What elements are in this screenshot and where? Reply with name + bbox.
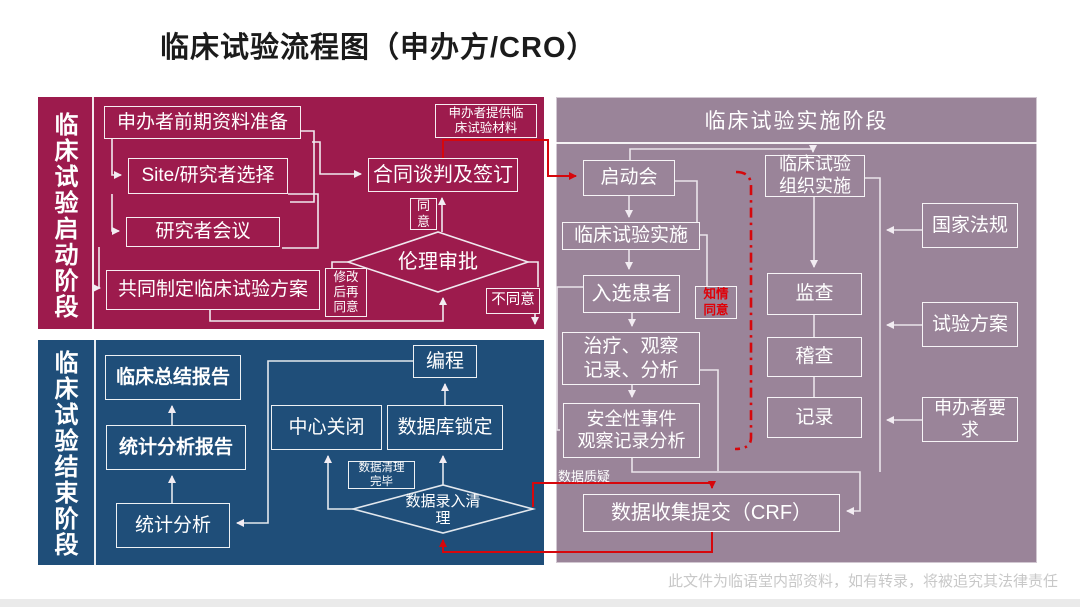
label-agree: 同 意 [410, 198, 437, 230]
box-kickoff-meeting: 启动会 [583, 160, 675, 196]
startup-phase-label: 临床试验启动阶段 [50, 112, 77, 320]
box-database-lock: 数据库锁定 [387, 405, 503, 450]
box-disapprove: 不同意 [486, 288, 540, 314]
box-clinical-summary-report: 临床总结报告 [105, 355, 241, 400]
box-contract-signing: 合同谈判及签订 [368, 158, 518, 192]
diamond-data-entry-cleaning-label: 数据录入清 理 [405, 492, 481, 527]
box-site-closure: 中心关闭 [271, 405, 382, 450]
box-national-regulations: 国家法规 [922, 203, 1018, 248]
box-investigator-meeting: 研究者会议 [126, 217, 280, 247]
page-title: 临床试验流程图（申办方/CRO） [160, 32, 597, 64]
box-sponsor-materials: 申办者提供临 床试验材料 [435, 104, 537, 138]
bottom-strip [0, 599, 1080, 607]
box-crf-data-collection: 数据收集提交（CRF） [583, 494, 840, 532]
end-phase-label: 临床试验结束阶段 [50, 350, 77, 558]
watermark-text: 此文件为临语堂内部资料，如有转录，将被追究其法律责任 [667, 573, 1058, 590]
diamond-ethics-review-label: 伦理审批 [398, 250, 478, 273]
box-monitoring: 监查 [767, 273, 862, 315]
box-audit: 稽查 [767, 337, 862, 377]
box-trial-organization: 临床试验 组织实施 [765, 154, 865, 197]
box-trial-protocol: 试验方案 [922, 302, 1018, 347]
box-patient-enrollment: 入选患者 [583, 275, 680, 313]
box-statistical-analysis-report: 统计分析报告 [106, 425, 246, 470]
box-protocol-development: 共同制定临床试验方案 [106, 270, 320, 310]
implementation-phase-header: 临床试验实施阶段 [556, 97, 1037, 144]
box-records: 记录 [767, 397, 862, 438]
label-cleaning-done: 数据清理 完毕 [348, 461, 415, 489]
box-statistical-analysis: 统计分析 [116, 503, 230, 548]
box-site-selection: Site/研究者选择 [128, 158, 288, 194]
box-treatment-observation: 治疗、观察 记录、分析 [562, 332, 700, 385]
label-data-query: 数据质疑 [558, 469, 611, 484]
label-informed-consent: 知情 同意 [695, 286, 737, 319]
box-sponsor-prep: 申办者前期资料准备 [104, 106, 301, 139]
startup-sidebar-divider [92, 97, 94, 329]
box-trial-implementation: 临床试验实施 [562, 222, 700, 250]
end-sidebar-divider [94, 340, 96, 565]
box-safety-events: 安全性事件 观察记录分析 [563, 403, 700, 458]
label-revise-reapprove: 修改 后再 同意 [325, 268, 367, 317]
box-programming: 编程 [413, 345, 477, 378]
box-sponsor-requirements: 申办者要 求 [922, 397, 1018, 442]
